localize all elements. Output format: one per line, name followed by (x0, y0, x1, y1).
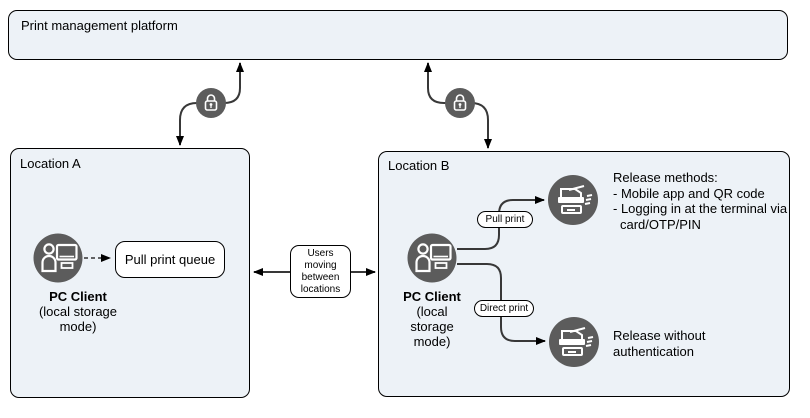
mfp-printer-icon (548, 175, 598, 225)
lock-icon (196, 88, 226, 118)
pc-client-b-mode: (local storage mode) (410, 304, 454, 349)
release-methods-line: - Mobile app and QR code (613, 185, 765, 201)
release-methods-text: Release methods: - Mobile app and QR cod… (613, 170, 798, 232)
release-methods-line: - Logging in at the terminal via (613, 201, 788, 216)
pull-print-label: Pull print (477, 211, 533, 228)
location-a-title: Location A (20, 156, 81, 171)
pc-client-b-label: PC Client (local storage mode) (382, 289, 482, 349)
release-methods-line: Release methods: (613, 170, 718, 185)
pc-client-icon (407, 233, 457, 283)
lock-icon (445, 88, 475, 118)
pc-client-a-label: PC Client (local storage mode) (18, 289, 138, 334)
platform-title: Print management platform (21, 18, 178, 33)
platform-box (8, 10, 788, 60)
release-without-auth-text: Release without authentication (613, 328, 706, 359)
pull-print-queue-box: Pull print queue (115, 241, 225, 278)
release-methods-line: card/OTP/PIN (620, 216, 701, 232)
mfp-printer-icon (549, 317, 599, 367)
users-moving-box: Users moving between locations (290, 245, 351, 298)
location-b-title: Location B (388, 158, 450, 173)
pc-client-icon (33, 233, 83, 283)
pc-client-a-mode: (local storage mode) (38, 304, 118, 334)
pc-client-b-name: PC Client (403, 289, 461, 304)
pc-client-a-name: PC Client (49, 289, 107, 304)
direct-print-label: Direct print (474, 300, 534, 317)
